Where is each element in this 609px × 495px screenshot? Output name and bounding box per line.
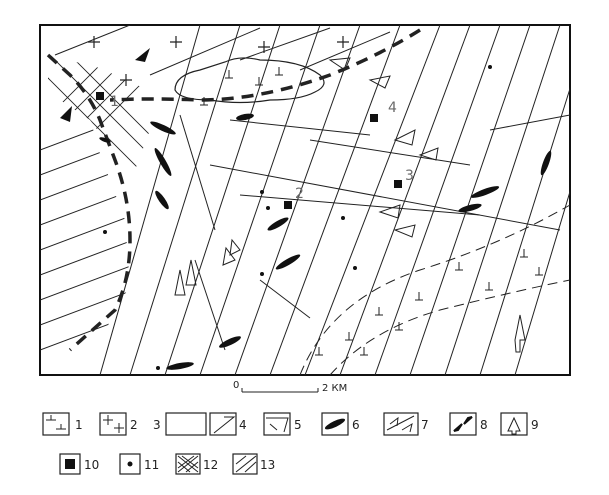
scale-start: 0 — [233, 380, 239, 391]
granite-boundary — [299, 204, 571, 376]
legend-box-5 — [263, 412, 291, 436]
legend-num-8: 8 — [480, 418, 488, 432]
legend-num-6: 6 — [352, 418, 360, 432]
legend-box-12 — [175, 453, 201, 475]
legend-num-9: 9 — [531, 418, 539, 432]
granite-lens — [174, 57, 325, 104]
legend-num-4: 4 — [239, 418, 247, 432]
legend: 1 2 4 5 6 7 8 9 10 11 12 13 3 — [42, 412, 539, 475]
legend-box-1 — [42, 412, 70, 436]
site-label-2: 2 — [295, 186, 304, 202]
legend-box-11 — [119, 453, 141, 475]
main-fault — [46, 28, 421, 352]
legend-box-6 — [321, 412, 349, 436]
legend-num-2: 2 — [130, 418, 138, 432]
legend-box-3 — [165, 412, 207, 436]
deposit-squares — [96, 92, 402, 209]
granite-symbols — [200, 67, 543, 356]
legend-box-13 — [232, 453, 258, 475]
ore-lenses — [99, 113, 552, 370]
compression-arrows — [60, 48, 150, 122]
legend-num-3: 3 — [153, 418, 161, 432]
legend-box-10 — [59, 453, 81, 475]
legend-num-1: 1 — [75, 418, 83, 432]
legend-num-7: 7 — [421, 418, 429, 432]
left-block-lines — [40, 104, 130, 372]
scale-end: 2 КМ — [322, 383, 347, 394]
legend-num-13: 13 — [260, 458, 275, 472]
shear-arrows — [174, 57, 526, 353]
legend-box-2 — [99, 412, 127, 436]
legend-box-4 — [209, 412, 237, 436]
foliation-lines — [99, 25, 570, 375]
upper-block-lines — [54, 25, 391, 76]
cross-symbols — [88, 36, 349, 86]
legend-box-9 — [500, 412, 528, 436]
scale-bar: 0 2 КМ — [233, 380, 347, 394]
legend-box-8 — [449, 412, 477, 436]
site-label-3: 3 — [405, 168, 414, 184]
legend-num-5: 5 — [294, 418, 302, 432]
legend-num-10: 10 — [84, 458, 99, 472]
legend-num-11: 11 — [144, 458, 159, 472]
legend-num-12: 12 — [203, 458, 218, 472]
site-label-1: 1 — [110, 94, 119, 110]
occurrence-dots — [103, 65, 492, 370]
site-label-4: 4 — [388, 100, 397, 116]
thin-faults — [179, 114, 571, 351]
legend-box-7 — [383, 412, 419, 436]
